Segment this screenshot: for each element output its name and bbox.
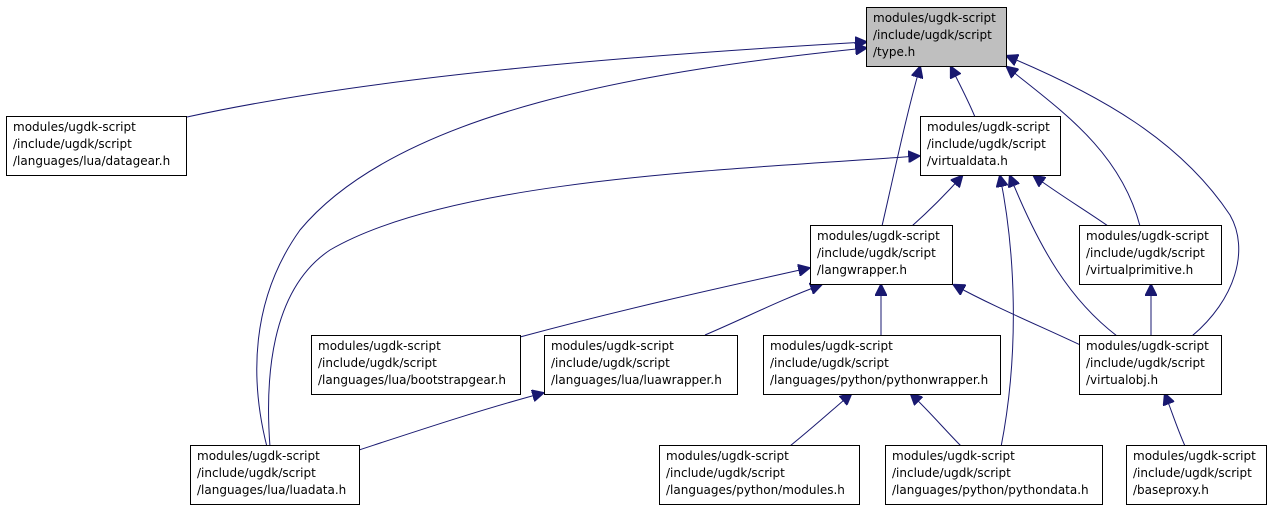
edge-virtualdata-to-type [951,67,976,118]
node-pythonwrapper-h-line-1: modules/ugdk-script [770,339,893,353]
node-luawrapper-h-line-1: modules/ugdk-script [551,339,674,353]
node-datagear-h[interactable]: modules/ugdk-script /include/ugdk/script… [6,116,187,176]
node-luawrapper-h[interactable]: modules/ugdk-script /include/ugdk/script… [544,335,738,395]
node-luadata-h[interactable]: modules/ugdk-script /include/ugdk/script… [190,445,360,505]
node-type-h-line-1: modules/ugdk-script [873,11,996,25]
node-baseproxy-h-line-2: /include/ugdk/script [1133,466,1252,480]
edge-bootstrapgear-to-langwrapper [519,268,809,338]
edge-modules-to-pythonwrapper [789,394,851,447]
node-virtualobj-h[interactable]: modules/ugdk-script /include/ugdk/script… [1079,335,1222,395]
node-bootstrapgear-h[interactable]: modules/ugdk-script /include/ugdk/script… [311,335,521,395]
node-modules-h-line-3: /languages/python/modules.h [666,483,845,497]
node-langwrapper-h-line-1: modules/ugdk-script [817,229,940,243]
edge-virtualprimitive-to-virtualdata [1034,176,1109,227]
node-virtualprimitive-h[interactable]: modules/ugdk-script /include/ugdk/script… [1079,225,1222,285]
node-modules-h[interactable]: modules/ugdk-script /include/ugdk/script… [659,445,860,505]
node-virtualobj-h-line-3: /virtualobj.h [1086,373,1159,387]
node-datagear-h-line-2: /include/ugdk/script [13,137,132,151]
node-pythonwrapper-h-line-2: /include/ugdk/script [770,356,889,370]
node-virtualdata-h-line-1: modules/ugdk-script [927,120,1050,134]
node-langwrapper-h-line-2: /include/ugdk/script [817,246,936,260]
node-virtualprimitive-h-line-3: /virtualprimitive.h [1086,263,1194,277]
edge-baseproxy-to-virtualobj [1165,394,1186,447]
node-baseproxy-h-line-3: /baseproxy.h [1133,483,1209,497]
node-pythondata-h-line-3: /languages/python/pythondata.h [892,483,1089,497]
edge-luadata-to-virtualdata [268,156,919,448]
edge-luadata-to-type [256,48,866,448]
node-luadata-h-line-2: /include/ugdk/script [197,466,316,480]
node-pythonwrapper-h-line-3: /languages/python/pythonwrapper.h [770,373,989,387]
node-type-h: modules/ugdk-script /include/ugdk/script… [866,7,1007,67]
node-langwrapper-h-line-3: /langwrapper.h [817,263,907,277]
edge-luadata-to-luawrapper [358,393,543,451]
node-baseproxy-h[interactable]: modules/ugdk-script /include/ugdk/script… [1126,445,1267,505]
node-luadata-h-line-1: modules/ugdk-script [197,449,320,463]
node-datagear-h-line-1: modules/ugdk-script [13,120,136,134]
node-virtualprimitive-h-line-2: /include/ugdk/script [1086,246,1205,260]
node-luadata-h-line-3: /languages/lua/luadata.h [197,483,347,497]
node-bootstrapgear-h-line-2: /include/ugdk/script [318,356,437,370]
node-modules-h-line-1: modules/ugdk-script [666,449,789,463]
node-virtualprimitive-h-line-1: modules/ugdk-script [1086,229,1209,243]
edge-luawrapper-to-langwrapper [704,285,821,336]
node-langwrapper-h[interactable]: modules/ugdk-script /include/ugdk/script… [810,225,953,285]
node-virtualobj-h-line-2: /include/ugdk/script [1086,356,1205,370]
node-modules-h-line-2: /include/ugdk/script [666,466,785,480]
node-luawrapper-h-line-3: /languages/lua/luawrapper.h [551,373,722,387]
node-virtualdata-h[interactable]: modules/ugdk-script /include/ugdk/script… [920,116,1061,176]
edge-datagear-to-type [186,42,866,118]
node-pythonwrapper-h[interactable]: modules/ugdk-script /include/ugdk/script… [763,335,1001,395]
edge-langwrapper-to-type [881,67,920,227]
node-pythondata-h-line-1: modules/ugdk-script [892,449,1015,463]
edge-virtualobj-to-type [1007,56,1240,337]
edge-virtualobj-to-virtualdata [1010,176,1118,337]
edge-langwrapper-to-virtualdata [911,176,962,227]
node-virtualobj-h-line-1: modules/ugdk-script [1086,339,1209,353]
node-virtualdata-h-line-3: /virtualdata.h [927,154,1008,168]
node-bootstrapgear-h-line-3: /languages/lua/bootstrapgear.h [318,373,507,387]
node-type-h-line-3: /type.h [873,45,916,59]
node-baseproxy-h-line-1: modules/ugdk-script [1133,449,1256,463]
edge-pythondata-to-pythonwrapper [911,394,963,448]
edge-pythondata-to-virtualdata [1000,176,1014,448]
node-type-h-line-2: /include/ugdk/script [873,28,992,42]
edge-virtualprimitive-to-type [1007,67,1141,227]
node-pythondata-h-line-2: /include/ugdk/script [892,466,1011,480]
node-luawrapper-h-line-2: /include/ugdk/script [551,356,670,370]
node-pythondata-h[interactable]: modules/ugdk-script /include/ugdk/script… [885,445,1103,505]
node-datagear-h-line-3: /languages/lua/datagear.h [13,154,171,168]
node-bootstrapgear-h-line-1: modules/ugdk-script [318,339,441,353]
node-virtualdata-h-line-2: /include/ugdk/script [927,137,1046,151]
